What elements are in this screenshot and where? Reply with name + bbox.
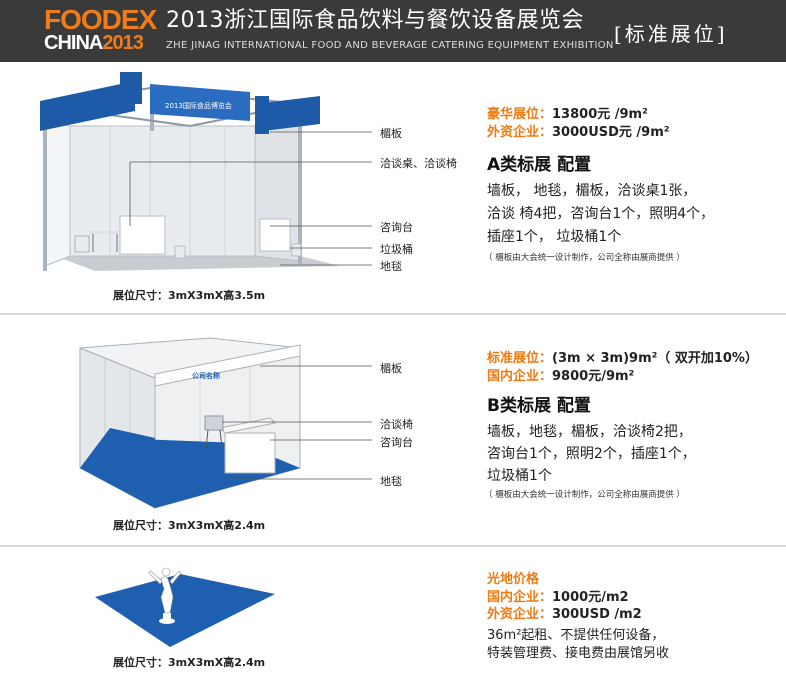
divider-1: [0, 313, 786, 315]
booth-b-type-title: B类标展 配置: [487, 396, 591, 416]
foodex-logo: FOODEX CHINA2013: [44, 4, 157, 56]
booth-b-desc-line2: 咨询台1个，照明2个，插座1个，: [487, 446, 696, 462]
header-banner: FOODEX CHINA2013 2013浙江国际食品饮料与餐饮设备展览会 ZH…: [0, 0, 786, 62]
logo-line1: FOODEX: [44, 4, 157, 35]
standard-booth-tag: [标准展位]: [614, 22, 728, 46]
booth-b-dimension: 展位尺寸：3mX3mX高2.4m: [113, 519, 266, 532]
booth-b-callout-carpet: 地毯: [380, 475, 402, 488]
booth-a-price-luxury: 豪华展位：13800元 /9m²: [487, 107, 648, 122]
booth-b-price-domestic: 国内企业：9800元/9m²: [487, 369, 635, 384]
booth-c-desc-line2: 特装管理费、接电费由展馆另收: [487, 646, 670, 661]
booth-c-desc-line1: 36m²起租、不提供任何设备，: [487, 628, 665, 643]
booth-a-illustration: 2013国际食品博览会: [40, 72, 372, 271]
booth-b-callout-fascia: 楣板: [380, 362, 402, 375]
exhibition-title: 2013浙江国际食品饮料与餐饮设备展览会: [166, 8, 584, 33]
booth-b-price-standard: 标准展位：(3m × 3m)9m²（ 双开加10%）: [487, 351, 758, 366]
booth-b-note: （ 楣板由大会统一设计制作，公司全称由展商提供 ）: [484, 490, 685, 500]
booth-a-callout-table-chairs: 洽谈桌、洽谈椅: [380, 157, 457, 170]
booth-c-price-domestic: 国内企业：1000元/m2: [487, 590, 629, 605]
booth-a-dimension: 展位尺寸：3mX3mX高3.5m: [113, 289, 266, 302]
booth-b-desc-line1: 墙板，地毯，楣板，洽谈椅2把，: [487, 424, 692, 440]
booth-a-desc-line2: 洽谈 椅4把，咨询台1个，照明4个，: [487, 206, 715, 222]
booth-a-fascia-text: 2013国际食品博览会: [165, 101, 232, 110]
booth-a-callout-carpet: 地毯: [380, 260, 402, 273]
booth-c-dimension: 展位尺寸：3mX3mX高2.4m: [113, 656, 266, 669]
booth-b-desc-line3: 垃圾桶1个: [487, 468, 552, 484]
booth-a-note: （ 楣板由大会统一设计制作，公司全称由展商提供 ）: [484, 253, 685, 263]
booth-b-fascia-text: 公司名称: [192, 371, 220, 380]
exhibition-title-en: ZHE JINAG INTERNATIONAL FOOD AND BEVERAG…: [166, 40, 614, 51]
booth-a-desc-line3: 插座1个， 垃圾桶1个: [487, 229, 622, 245]
booth-b-illustration: 公司名称: [79, 337, 372, 509]
booth-a-callout-bin: 垃圾桶: [380, 243, 413, 256]
booth-a-type-title: A类标展 配置: [487, 155, 592, 175]
booth-c-price-foreign: 外资企业：300USD /m2: [487, 607, 642, 622]
booth-b-callout-chairs: 洽谈椅: [380, 418, 413, 431]
booth-a-callout-fascia: 楣板: [380, 127, 402, 140]
logo-line2: CHINA2013: [44, 32, 144, 54]
divider-2: [0, 545, 786, 547]
booth-c-illustration: [95, 567, 275, 647]
booth-c-title: 光地价格: [487, 572, 540, 587]
booth-a-desc-line1: 墙板， 地毯，楣板，洽谈桌1张，: [487, 183, 697, 199]
booth-b-callout-counter: 咨询台: [380, 436, 413, 449]
booth-a-price-foreign: 外资企业：3000USD元 /9m²: [487, 125, 670, 140]
booth-a-callout-counter: 咨询台: [380, 221, 413, 234]
